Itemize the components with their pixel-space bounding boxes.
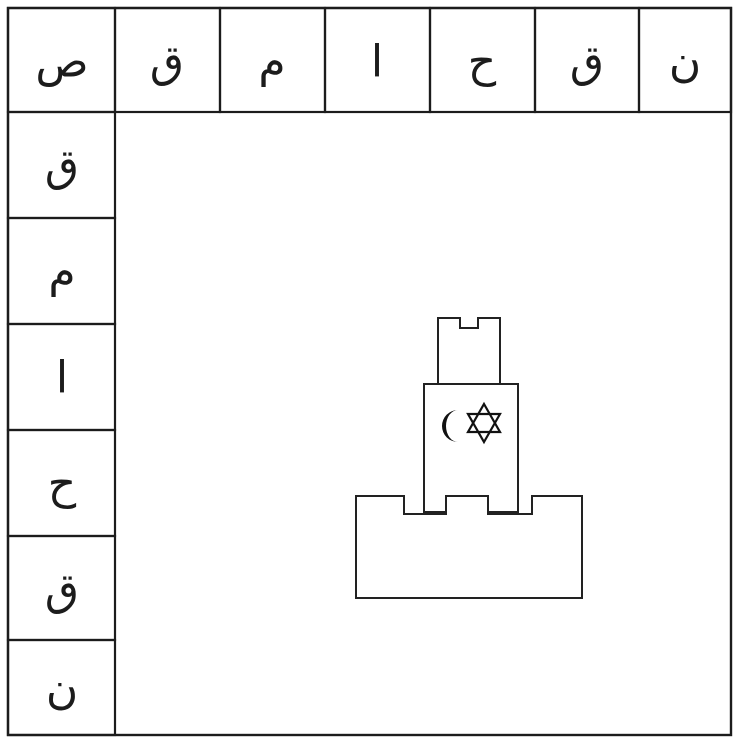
top-cell-4: ا bbox=[325, 8, 430, 112]
top-letter-row: ص ق م ا ح ق ن bbox=[8, 8, 731, 112]
left-cell-4: ح bbox=[8, 430, 115, 536]
left-letter-2: م bbox=[48, 247, 75, 298]
left-letter-5: ق bbox=[45, 565, 79, 616]
top-letter-7: ن bbox=[669, 37, 701, 88]
top-cell-2: ق bbox=[115, 8, 220, 112]
top-cell-1: ص bbox=[8, 8, 115, 112]
top-letter-5: ح bbox=[468, 37, 497, 88]
top-letter-4: ا bbox=[371, 37, 383, 88]
top-cell-3: م bbox=[220, 8, 325, 112]
top-cell-5: ح bbox=[430, 8, 535, 112]
top-letter-6: ق bbox=[570, 37, 604, 88]
top-letter-2: ق bbox=[150, 37, 184, 88]
left-letter-6: ن bbox=[46, 664, 78, 715]
tower-middle-body bbox=[424, 384, 518, 512]
top-cell-6: ق bbox=[535, 8, 639, 112]
top-cell-7: ن bbox=[639, 8, 731, 112]
left-letter-1: ق bbox=[45, 141, 79, 192]
left-cell-3: ا bbox=[8, 324, 115, 430]
left-cell-2: م bbox=[8, 218, 115, 324]
fortress-base bbox=[356, 496, 582, 598]
left-letter-column: ق م ا ح ق ن bbox=[8, 112, 115, 735]
left-cell-1: ق bbox=[8, 112, 115, 218]
top-letter-1: ص bbox=[35, 37, 88, 88]
tower-on-fortress-drawing bbox=[356, 318, 582, 598]
left-cell-5: ق bbox=[8, 536, 115, 640]
left-letter-4: ح bbox=[48, 459, 77, 510]
left-cell-6: ن bbox=[8, 640, 115, 735]
grid-outer-frame bbox=[8, 8, 731, 735]
top-letter-3: م bbox=[258, 37, 285, 88]
left-letter-3: ا bbox=[56, 353, 68, 404]
tower-top-turret bbox=[438, 318, 500, 384]
